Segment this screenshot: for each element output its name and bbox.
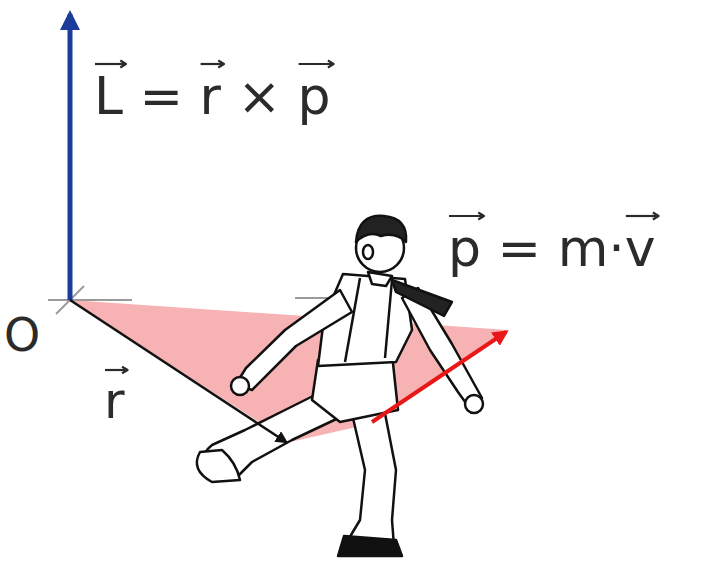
vector-arrow (105, 367, 128, 374)
axis-mark (48, 299, 132, 301)
label-box: L = r × p (94, 70, 331, 122)
vector-arrow (299, 61, 334, 68)
vector-arrow (626, 213, 659, 220)
vector-arrow (95, 61, 126, 68)
arrow-shaft (105, 369, 126, 371)
momentum-vector (372, 332, 506, 422)
vector-arrow (201, 61, 224, 68)
vector-label: r (104, 376, 125, 426)
angular-momentum-vector (68, 14, 73, 300)
arrow-shaft (95, 63, 124, 65)
arrow-head (218, 61, 224, 68)
formula-label: p = m·v (448, 222, 656, 274)
running-boy (197, 216, 483, 556)
arrow-shaft (299, 63, 332, 65)
arrow-head (120, 61, 126, 68)
origin-label: O (4, 312, 40, 358)
label-box: O (4, 312, 40, 358)
vector-arrow (449, 213, 484, 220)
arrow-shaft (626, 215, 657, 217)
formula-label: L = r × p (94, 70, 331, 122)
arrow-head (328, 61, 334, 68)
arrow-head (478, 213, 484, 220)
arrow-head (653, 213, 659, 220)
label-box: r (104, 376, 125, 426)
arrow-shaft (449, 215, 482, 217)
position-vector (70, 300, 286, 442)
arrow-head (122, 367, 128, 374)
label-box: p = m·v (448, 222, 656, 274)
arrow-shaft (201, 63, 222, 65)
